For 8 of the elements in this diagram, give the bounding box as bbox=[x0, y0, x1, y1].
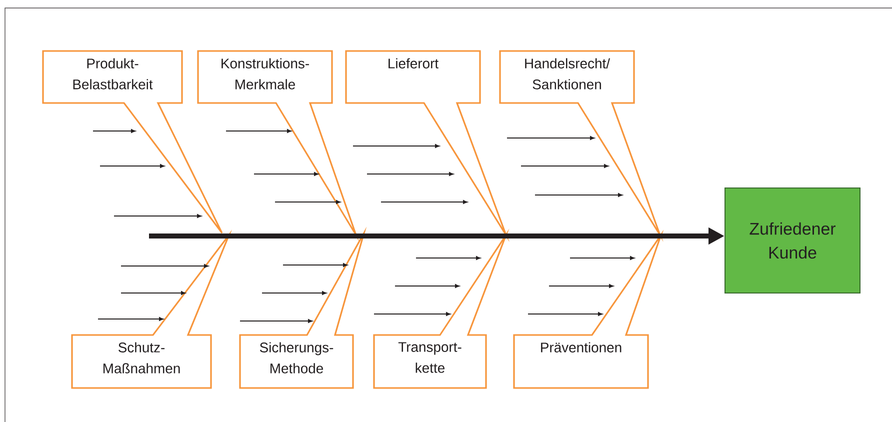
callout-box: Konstruktions- Merkmale bbox=[197, 50, 360, 242]
callout-box: Transport- kette bbox=[373, 228, 510, 389]
effect-box: Zufriedener Kunde bbox=[724, 188, 860, 294]
callout-box: Präventionen bbox=[513, 230, 664, 389]
callout-box: Schutz- Maßnahmen bbox=[71, 230, 232, 389]
callout-box: Handelsrecht/ Sanktionen bbox=[499, 50, 664, 242]
callout-box: Sicherungs- Methode bbox=[239, 226, 367, 389]
callout-box: Produkt- Belastbarkeit bbox=[42, 50, 223, 234]
